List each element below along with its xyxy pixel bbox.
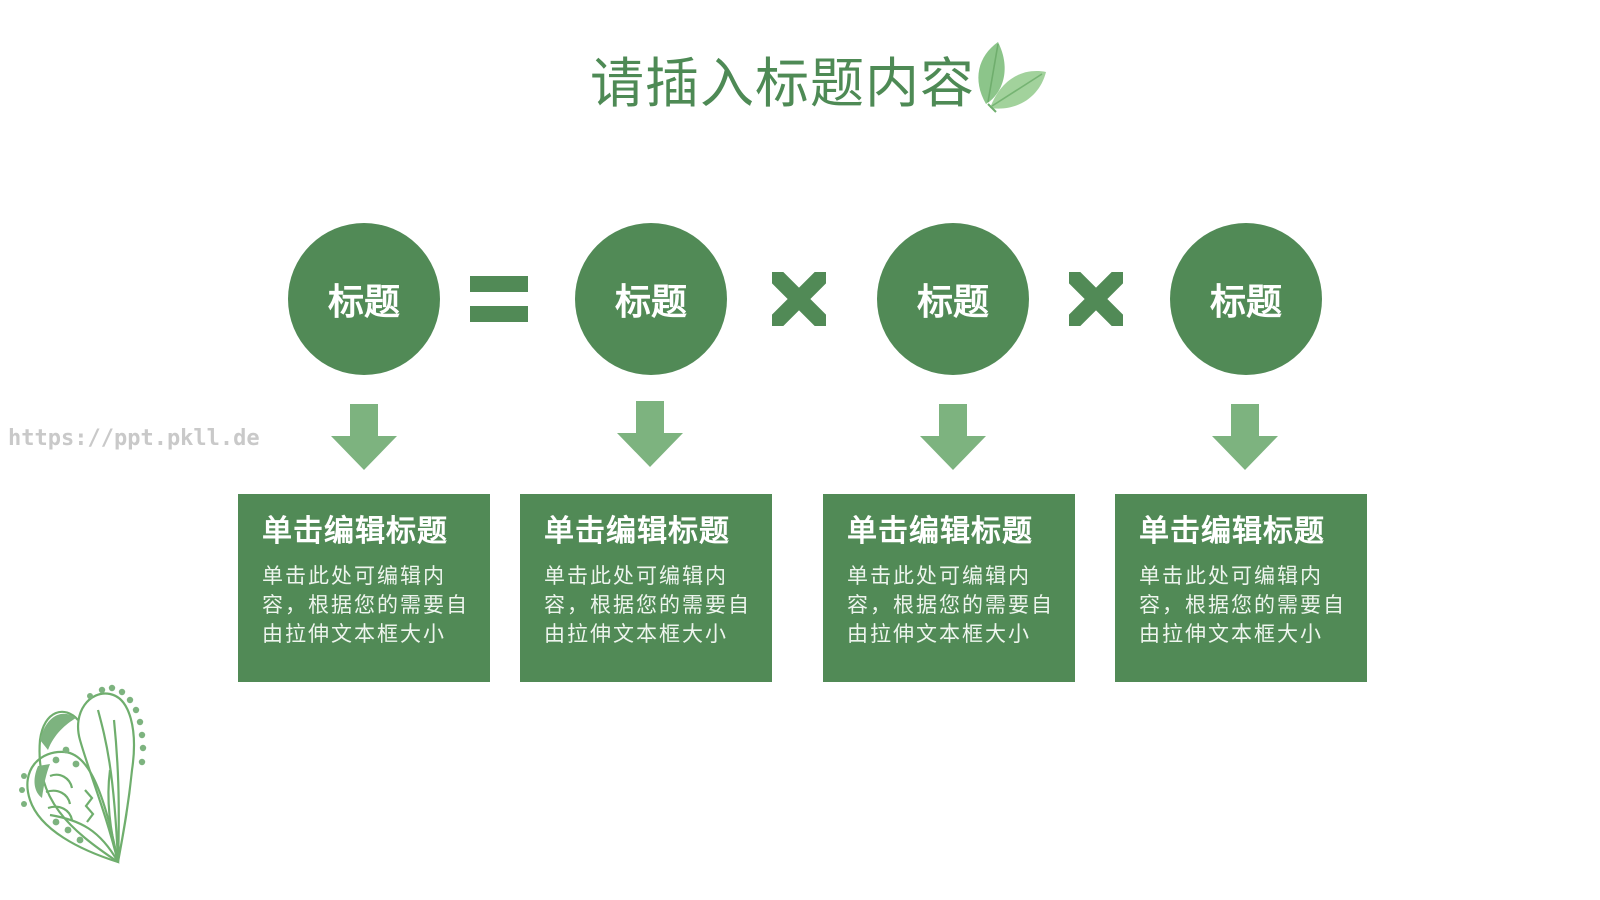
multiply-icon	[772, 272, 826, 326]
step-circle-4: 标题	[1170, 223, 1322, 375]
card-text: 单击此处可编辑内容，根据您的需要自由拉伸文本框大小	[544, 564, 751, 646]
equals-icon	[470, 276, 528, 322]
card-title: 单击编辑标题	[262, 514, 448, 549]
arrow-down-icon	[920, 404, 986, 470]
leaf-icon	[978, 42, 1046, 113]
card-text: 单击此处可编辑内容，根据您的需要自由拉伸文本框大小	[1139, 564, 1346, 646]
circle-label: 标题	[916, 282, 989, 323]
card-text: 单击此处可编辑内容，根据您的需要自由拉伸文本框大小	[262, 564, 469, 646]
card-title: 单击编辑标题	[1139, 514, 1325, 549]
arrow-down-icon	[617, 401, 683, 467]
step-circle-2: 标题	[575, 223, 727, 375]
card-text: 单击此处可编辑内容，根据您的需要自由拉伸文本框大小	[847, 564, 1054, 646]
step-circle-1: 标题	[288, 223, 440, 375]
card-title: 单击编辑标题	[544, 514, 730, 549]
circle-label: 标题	[327, 282, 400, 323]
step-circle-3: 标题	[877, 223, 1029, 375]
arrow-down-icon	[1212, 404, 1278, 470]
step-card-2: 单击编辑标题 单击此处可编辑内容，根据您的需要自由拉伸文本框大小	[520, 494, 772, 682]
watermark: https://ppt.pkll.de	[8, 426, 260, 451]
step-card-3: 单击编辑标题 单击此处可编辑内容，根据您的需要自由拉伸文本框大小	[823, 494, 1075, 682]
arrow-down-icon	[331, 404, 397, 470]
step-card-1: 单击编辑标题 单击此处可编辑内容，根据您的需要自由拉伸文本框大小	[238, 494, 490, 682]
multiply-icon	[1069, 272, 1123, 326]
circle-label: 标题	[1209, 282, 1282, 323]
step-card-4: 单击编辑标题 单击此处可编辑内容，根据您的需要自由拉伸文本框大小	[1115, 494, 1367, 682]
doodle-leaf-icon	[19, 684, 147, 864]
circle-label: 标题	[614, 282, 687, 323]
card-title: 单击编辑标题	[847, 514, 1033, 549]
slide-title: 请插入标题内容	[590, 52, 975, 115]
